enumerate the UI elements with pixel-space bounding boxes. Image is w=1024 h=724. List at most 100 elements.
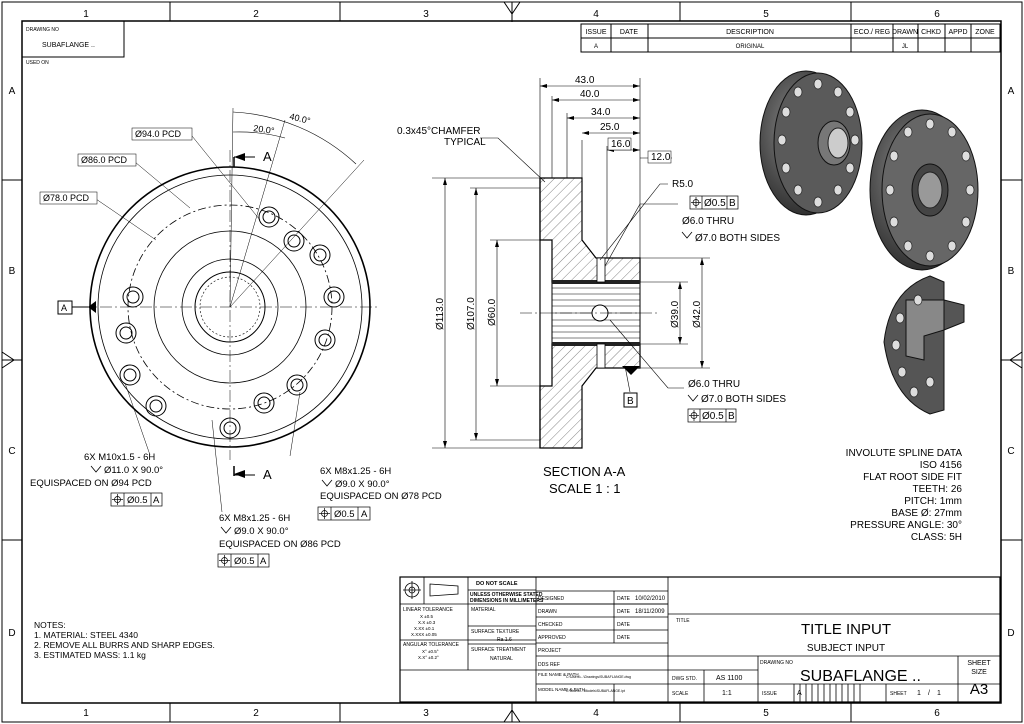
sheet-divider: / (928, 690, 930, 697)
dim-43: 43.0 (575, 75, 595, 86)
sheet-label: SHEET (890, 691, 907, 697)
drawing-no-label-tb: DRAWING NO (760, 660, 793, 666)
surface-texture-value: Ra 1.6 (497, 637, 512, 643)
checked-label: CHECKED (538, 622, 563, 628)
m8-78-line2: Ø9.0 X 90.0° (335, 479, 390, 490)
rev-issue: A (594, 44, 598, 50)
m8-78-line3: EQUISPACED ON Ø78 PCD (320, 491, 442, 502)
countersink-icon (687, 394, 699, 402)
linear-tol-1: X.X ±0.3 (418, 620, 436, 625)
date-designed: 10/02/2010 (635, 596, 666, 602)
spline-l5: PITCH: 1mm (904, 496, 962, 507)
rev-header-zone: ZONE (975, 29, 995, 36)
dia-107: Ø107.0 (466, 297, 477, 330)
zone-y-b-right: B (1008, 266, 1015, 277)
dimension-arrows (443, 84, 704, 448)
designed-label: DESIGNED (538, 596, 565, 602)
iso-view-section (883, 275, 965, 415)
m8-86-fcf-tol: Ø0.5 (234, 556, 255, 567)
linear-tol-0: X ±0.5 (420, 614, 433, 619)
dim-34: 34.0 (591, 107, 611, 118)
issue-value: A (797, 690, 802, 697)
subject-value: SUBJECT INPUT (807, 643, 885, 654)
zone-x-4-bottom: 4 (593, 708, 599, 719)
do-not-scale: DO NOT SCALE (476, 581, 518, 587)
spline-l7: PRESSURE ANGLE: 30° (850, 520, 962, 531)
m8-86-line3: EQUISPACED ON Ø86 PCD (219, 539, 341, 550)
angle-40-label: 40.0° (289, 111, 312, 126)
countersink-icon (321, 479, 333, 487)
note-1: 1. MATERIAL: STEEL 4340 (34, 630, 138, 640)
countersink-icon (220, 526, 232, 534)
m8-86-line2: Ø9.0 X 90.0° (234, 526, 289, 537)
chamfer-line2: TYPICAL (444, 137, 486, 148)
m8-78-fcf-tol: Ø0.5 (334, 509, 355, 520)
fcf-bottom-tol: Ø0.5 (702, 411, 724, 422)
dwg-std-value: AS 1100 (716, 675, 742, 682)
angular-tol-1: X.X° ±0.2° (418, 655, 439, 660)
dim-12: 12.0 (651, 152, 671, 163)
used-on-label: USED ON (26, 60, 49, 66)
scale-value: 1:1 (722, 690, 732, 697)
hole-note-m8-78: 6X M8x1.25 - 6H Ø9.0 X 90.0° EQUISPACED … (317, 466, 442, 521)
position-icon (689, 410, 699, 421)
zone-y-a-right: A (1008, 86, 1015, 97)
spline-l6: BASE Ø: 27mm (891, 508, 962, 519)
scale-label: SCALE (672, 691, 689, 697)
m8-78-line1: 6X M8x1.25 - 6H (320, 466, 391, 477)
note-3: 3. ESTIMATED MASS: 1.1 kg (34, 650, 146, 660)
chamfer-line1: 0.3x45°CHAMFER (397, 126, 480, 137)
fcf-top-tol: Ø0.5 (704, 198, 726, 209)
zone-x-6: 6 (934, 9, 940, 20)
zone-x-5-bottom: 5 (763, 708, 769, 719)
model-name-label: MODEL NAME & PATH (538, 687, 585, 692)
angle-20-label: 20.0° (253, 123, 276, 136)
spline-l3: FLAT ROOT SIDE FIT (863, 472, 962, 483)
rev-drawn: JL (902, 44, 909, 50)
rev-header-issue: ISSUE (585, 29, 606, 36)
date-drawn: 18/11/2009 (635, 609, 665, 615)
section-scale: SCALE 1 : 1 (549, 481, 621, 496)
m10-line3: EQUISPACED ON Ø94 PCD (30, 478, 152, 489)
surface-treatment-value: NATURAL (490, 656, 513, 662)
units-line1: UNLESS OTHERWISE STATED (470, 592, 543, 598)
dia-113: Ø113.0 (435, 298, 446, 330)
section-dims-labels: 43.0 40.0 34.0 25.0 16.0 12.0 0.3x45°CHA… (397, 75, 786, 423)
surface-treatment-label: SURFACE TREATMENT (471, 647, 526, 653)
zone-x-2-bottom: 2 (253, 708, 259, 719)
rev-header-drawn: DRAWN (892, 29, 918, 36)
date-label-checked: DATE (617, 622, 631, 628)
m8-78-fcf-datum: A (361, 509, 368, 520)
rev-header-chkd: CHKD (921, 29, 941, 36)
position-icon (319, 508, 330, 519)
zone-labels: 1 2 3 4 5 6 1 2 3 4 5 6 A B C D A B C D (8, 9, 1014, 719)
rev-header-eco: ECO./ REG (854, 29, 890, 36)
pcd-86-label: Ø86.0 PCD (81, 155, 128, 165)
drawing-no-label: DRAWING NO (26, 27, 59, 33)
material-label: MATERIAL (471, 607, 496, 613)
units-line2: DIMENSIONS IN MILLIMETERS (470, 598, 544, 604)
notes: NOTES: 1. MATERIAL: STEEL 4340 2. REMOVE… (34, 620, 215, 660)
section-title: SECTION A-A (543, 464, 626, 479)
zone-x-3-bottom: 3 (423, 708, 429, 719)
sheet-of: 1 (937, 690, 941, 697)
section-arrows (88, 153, 245, 478)
linear-tol-3: X.XXX ±0.05 (411, 632, 437, 637)
linear-tol-label: LINEAR TOLERANCE (403, 607, 453, 613)
sheet-size-value: A3 (970, 681, 988, 698)
note-2: 2. REMOVE ALL BURRS AND SHARP EDGES. (34, 640, 215, 650)
notes-title: NOTES: (34, 620, 66, 630)
third-angle-projection-icon (403, 581, 459, 599)
title-block (399, 576, 1001, 703)
project-label: PROJECT (538, 648, 561, 654)
zone-x-6-bottom: 6 (934, 708, 940, 719)
spline-l8: CLASS: 5H (911, 532, 962, 543)
angular-tol-0: X° ±0.5° (422, 649, 439, 654)
dim-16: 16.0 (611, 139, 631, 150)
linear-tol-2: X.XX ±0.1 (414, 626, 435, 631)
zone-y-d: D (8, 628, 15, 639)
spline-l1: INVOLUTE SPLINE DATA (846, 448, 963, 459)
issue-label: ISSUE (762, 691, 778, 697)
